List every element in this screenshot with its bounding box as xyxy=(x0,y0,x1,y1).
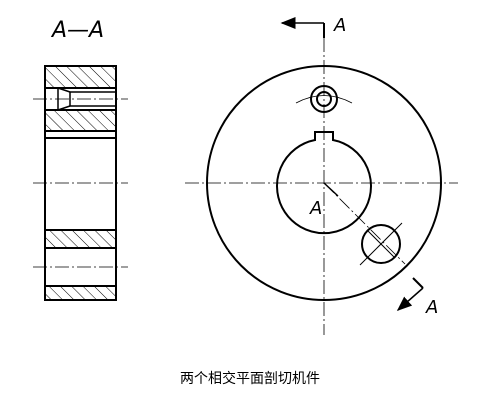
section-edges xyxy=(45,87,116,287)
section-view xyxy=(33,65,128,301)
cut-indicator-top xyxy=(280,17,325,38)
hatch-bottom-band xyxy=(45,286,116,300)
hatch-lower-band xyxy=(45,230,116,248)
bore-label: A xyxy=(309,198,322,219)
small-hole-edges xyxy=(57,87,116,111)
angled-hole xyxy=(361,224,401,264)
cut-indicator-bottom xyxy=(396,277,424,311)
pitch-arc xyxy=(295,95,353,104)
small-hole-outer xyxy=(310,85,338,113)
figure-caption: 两个相交平面剖切机件 xyxy=(180,371,320,387)
cut-label-bottom: A xyxy=(425,297,438,318)
cut-label-top: A xyxy=(333,15,346,36)
front-view: A A A xyxy=(185,15,458,335)
hatch-upper-band xyxy=(45,110,116,131)
angled-hole-cross xyxy=(359,222,403,266)
angled-cut-line xyxy=(323,182,406,265)
small-hole-inner xyxy=(316,91,332,107)
section-center-lines xyxy=(33,98,128,268)
section-view-title: A—A xyxy=(52,18,105,43)
front-center-lines xyxy=(185,38,458,335)
bore-with-keyway xyxy=(276,131,372,235)
hatch-top-band xyxy=(45,66,116,88)
